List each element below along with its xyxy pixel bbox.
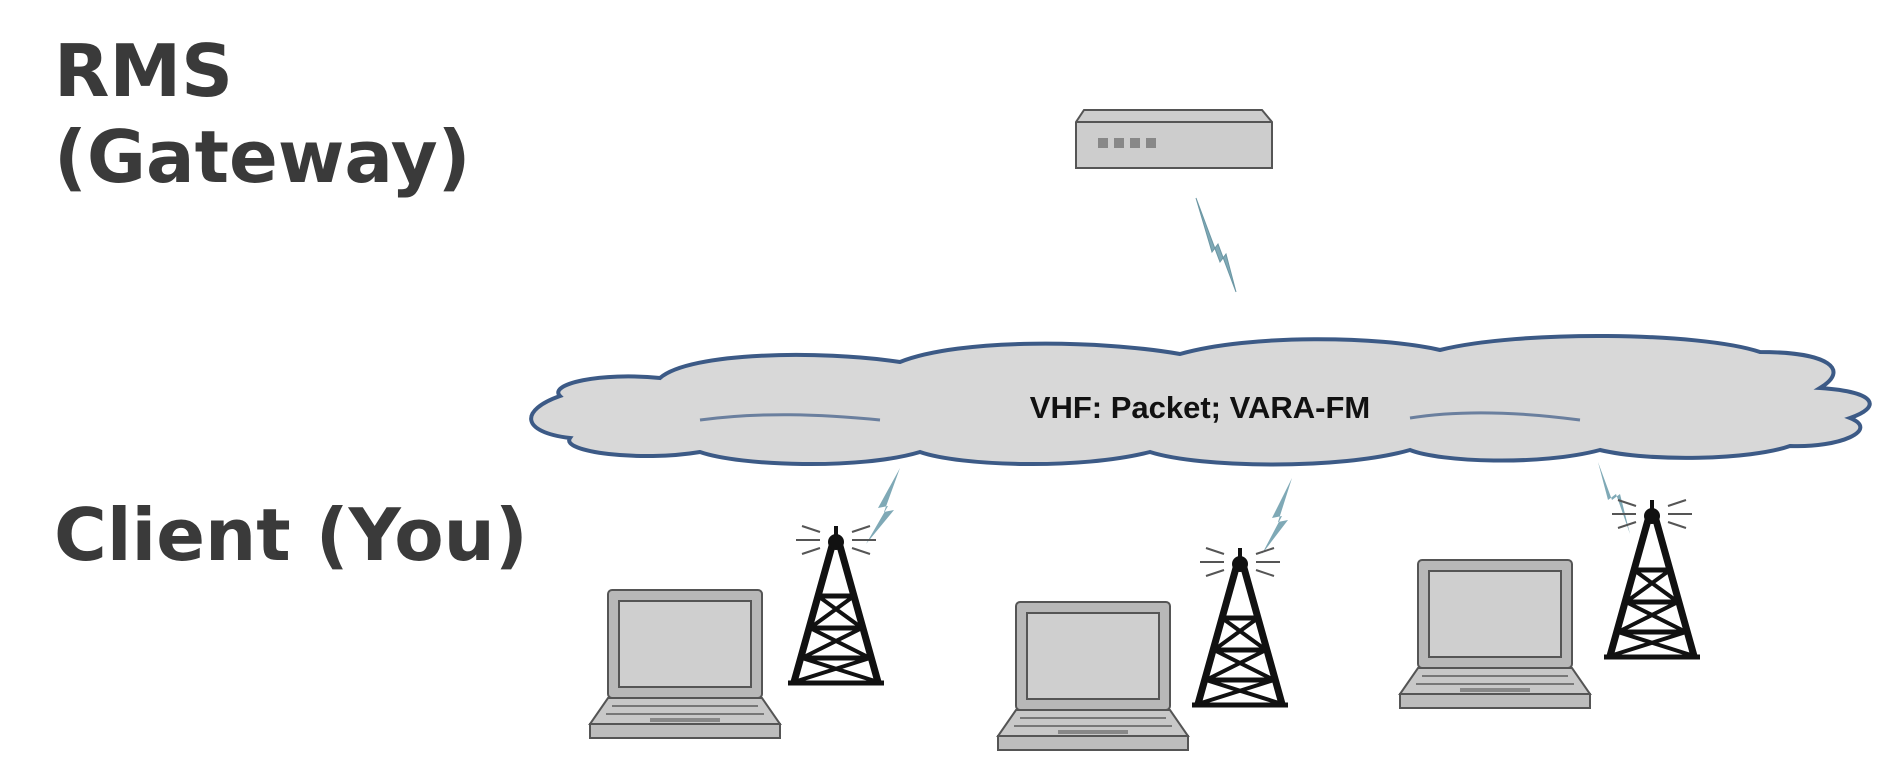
radio-tower-icon	[788, 526, 884, 683]
laptop-icon	[997, 601, 1189, 751]
gateway-title-line1: RMS	[54, 29, 233, 113]
client-station-2	[997, 548, 1288, 751]
lightning-bolt-icon	[866, 468, 900, 544]
network-label: VHF: Packet; VARA-FM	[1030, 390, 1370, 425]
server-icon	[1075, 109, 1273, 169]
laptop-icon	[1399, 559, 1591, 709]
gateway-title-line2: (Gateway)	[54, 115, 471, 199]
lightning-bolt-icon	[1262, 478, 1292, 554]
client-title: Client (You)	[54, 493, 528, 577]
client-station-3	[1399, 500, 1700, 709]
radio-tower-icon	[1192, 548, 1288, 705]
radio-tower-icon	[1604, 500, 1700, 657]
client-station-1	[589, 526, 884, 739]
laptop-icon	[589, 589, 781, 739]
cloud-icon	[529, 333, 1872, 467]
lightning-bolt-icon	[1598, 462, 1630, 534]
lightning-bolt-icon	[1195, 197, 1237, 293]
gateway-title: RMS (Gateway)	[54, 28, 471, 200]
